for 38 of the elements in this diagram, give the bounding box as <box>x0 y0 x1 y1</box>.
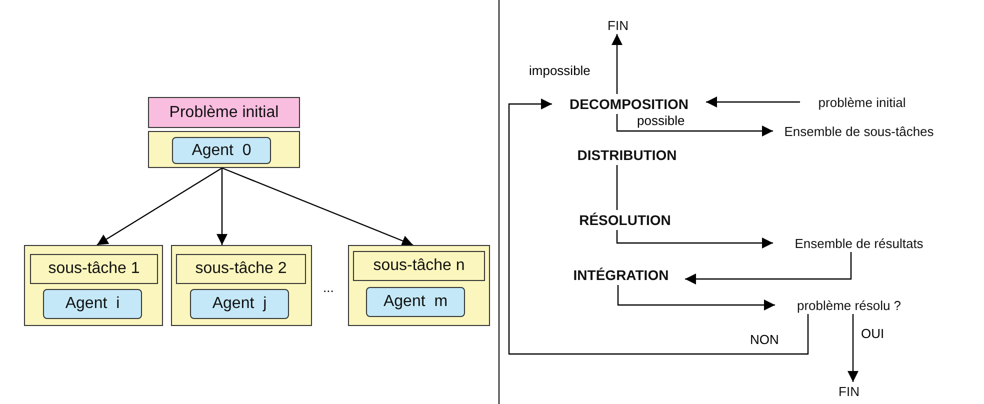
end-label: FIN <box>834 382 864 400</box>
arrow <box>508 98 809 355</box>
edge-label: possible <box>636 114 686 128</box>
connector-line <box>616 165 618 210</box>
arrow <box>848 314 858 382</box>
agent-panel <box>148 131 300 168</box>
edge-label: NON <box>749 333 780 347</box>
edge-label: OUI <box>860 327 886 341</box>
agent-box: Agent m <box>366 287 465 317</box>
input-label: problème initial <box>800 93 924 111</box>
agent-box: Agent 0 <box>172 137 271 164</box>
arrow <box>685 252 852 284</box>
arrow <box>617 285 775 310</box>
end-label: FIN <box>603 16 633 34</box>
subtask-panel <box>348 245 490 326</box>
arrow <box>616 230 773 248</box>
output-label: Ensemble de résultats <box>773 234 945 252</box>
step-label: INTÉGRATION <box>557 265 685 285</box>
step-label: DECOMPOSITION <box>552 94 706 114</box>
arrow <box>706 96 800 108</box>
edge-label: impossible <box>528 64 592 78</box>
arrow <box>216 168 228 245</box>
step-label: RÉSOLUTION <box>564 210 686 230</box>
subtask-title: sous-tâche 2 <box>176 254 306 284</box>
arrow <box>616 114 773 136</box>
decision-label: problème résolu ? <box>775 296 923 314</box>
subtask-panel <box>24 245 163 326</box>
problem-box: Problème initial <box>148 97 300 128</box>
agent-box: Agent j <box>190 289 289 319</box>
agent-box: Agent i <box>43 289 142 319</box>
step-label: DISTRIBUTION <box>562 145 692 165</box>
subtask-title: sous-tâche 1 <box>30 254 158 284</box>
arrow <box>612 34 622 94</box>
subtask-title: sous-tâche n <box>353 251 485 281</box>
arrow <box>222 167 414 246</box>
arrow <box>96 167 222 246</box>
output-label: Ensemble de sous-tâches <box>773 122 945 140</box>
subtask-panel <box>171 245 312 326</box>
